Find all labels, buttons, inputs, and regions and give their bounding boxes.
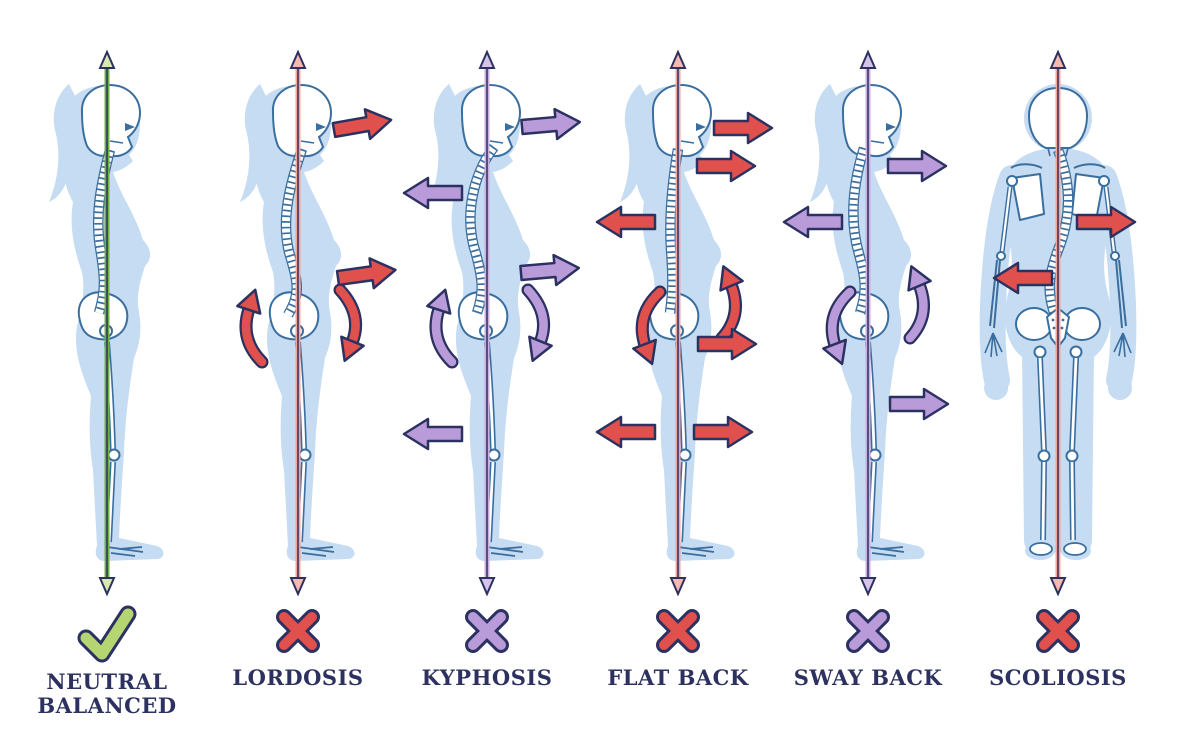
curved-arrow-pelvis-back-up xyxy=(236,284,269,369)
arrow-knee-backward xyxy=(402,417,464,451)
column-label-flat-back: FLAT BACK xyxy=(578,602,778,690)
plumb-line-flat-back xyxy=(669,49,687,597)
curved-arrow-pelvis-back-up xyxy=(426,284,459,369)
arrow-head-forward xyxy=(330,103,395,147)
leg-bones-back xyxy=(1029,357,1087,556)
figure-flat-back xyxy=(620,84,735,561)
posture-label: LORDOSIS xyxy=(232,665,364,690)
curved-arrow-pelvis-front-up xyxy=(711,260,744,345)
column-label-neutral: NEUTRAL BALANCED xyxy=(7,602,207,718)
arrow-head-forward xyxy=(519,105,583,144)
cross-icon xyxy=(465,609,509,653)
column-label-sway-back: SWAY BACK xyxy=(768,602,968,690)
posture-label: FLAT BACK xyxy=(607,665,749,690)
column-label-scoliosis: SCOLIOSIS xyxy=(958,602,1158,690)
arrows-lordosis xyxy=(236,103,399,369)
plumb-line-kyphosis xyxy=(478,49,496,597)
spine-sway-back xyxy=(848,146,870,315)
clavicles xyxy=(1010,163,1106,169)
arrow-knee-forward xyxy=(692,415,754,449)
cross-icon xyxy=(276,609,320,653)
column-label-lordosis: LORDOSIS xyxy=(198,602,398,690)
cross-icon xyxy=(1036,609,1080,653)
curved-arrow-pelvis-front-up xyxy=(899,260,932,345)
arrow-neck-forward xyxy=(695,149,757,183)
figure-kyphosis xyxy=(429,84,544,561)
arrow-thigh-forward xyxy=(888,387,950,421)
posture-label: SWAY BACK xyxy=(793,665,943,690)
plumb-line-neutral xyxy=(98,49,116,597)
arrow-neck-forward xyxy=(886,149,948,183)
arrows-kyphosis xyxy=(402,105,583,451)
spine-kyphosis xyxy=(465,143,499,315)
check-icon xyxy=(77,605,137,663)
plumb-line-scoliosis xyxy=(1049,49,1067,597)
spine-neutral xyxy=(93,148,116,315)
posture-label: SCOLIOSIS xyxy=(989,665,1127,690)
curved-arrow-pelvis-front-down xyxy=(332,283,365,367)
curved-arrow-pelvis-back-down xyxy=(822,285,857,370)
cross-icon xyxy=(656,609,700,653)
scapula-left xyxy=(1011,173,1045,221)
spine-flat-back xyxy=(664,148,684,314)
figure-sway-back xyxy=(810,84,925,561)
plumb-line-lordosis xyxy=(289,49,307,597)
figure-neutral-balanced xyxy=(49,84,164,561)
arrow-knee-backward xyxy=(595,415,657,449)
arrows-sway-back xyxy=(782,149,950,421)
arrows-flat-back xyxy=(595,111,774,449)
plumb-line-sway-back xyxy=(859,49,877,597)
column-label-kyphosis: KYPHOSIS xyxy=(387,602,587,690)
arrow-head-forward xyxy=(712,111,774,145)
cross-icon xyxy=(846,609,890,653)
posture-label: NEUTRAL BALANCED xyxy=(37,669,177,719)
curved-arrow-pelvis-back-down xyxy=(632,285,667,370)
posture-label: KYPHOSIS xyxy=(421,665,553,690)
curved-arrow-pelvis-front-down xyxy=(520,283,553,367)
